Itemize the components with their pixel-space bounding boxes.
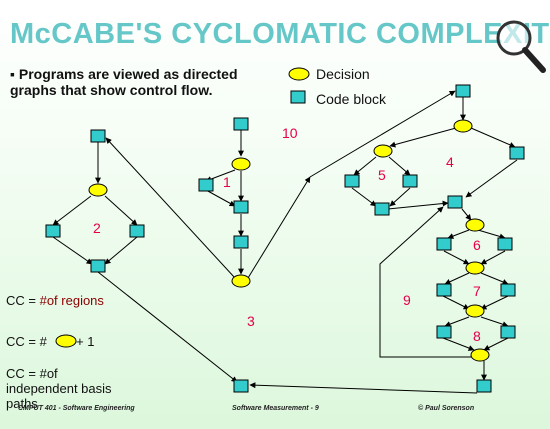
code-block (233, 200, 249, 214)
cc-decisions-line: CC = # + 1 (6, 334, 95, 349)
code-block (500, 283, 516, 297)
code-block (497, 237, 513, 251)
region-label: 10 (282, 125, 298, 141)
code-block (344, 174, 360, 188)
decision-node (465, 218, 485, 232)
region-label: 1 (223, 174, 231, 190)
code-block (233, 379, 249, 393)
code-block (476, 379, 492, 393)
decision-node (470, 348, 490, 362)
region-label: 6 (473, 237, 481, 253)
region-label: 7 (473, 283, 481, 299)
code-block (233, 235, 249, 249)
decision-legend-icon (288, 67, 310, 81)
region-label: 2 (93, 220, 101, 236)
code-block (129, 224, 145, 238)
footer-course: CMPUT 401 - Software Engineering (18, 405, 135, 412)
code-block (90, 129, 106, 143)
region-label: 9 (403, 292, 411, 308)
code-block (45, 224, 61, 238)
cc-regions-accent: #of regions (39, 293, 104, 308)
region-label: 5 (378, 167, 386, 183)
footer-slide: Software Measurement - 9 (232, 405, 319, 412)
code-block (447, 195, 463, 209)
codeblock-legend-icon (290, 90, 306, 104)
legend-codeblock-label: Code block (316, 91, 387, 107)
code-block (198, 178, 214, 192)
code-block (500, 325, 516, 339)
code-block (436, 325, 452, 339)
code-block (436, 237, 452, 251)
bullet-text: ▪ Programs are viewed as directed graphs… (10, 66, 238, 98)
region-label: 8 (473, 328, 481, 344)
code-block (233, 117, 249, 131)
footer-author: © Paul Sorenson (418, 405, 475, 412)
code-block (509, 146, 525, 160)
cc-regions-prefix: CC = (6, 293, 40, 308)
cc-regions-line: CC = #of regions (6, 293, 104, 308)
code-block (374, 202, 390, 216)
decision-node (465, 304, 485, 318)
decision-node (88, 183, 108, 197)
decision-node (465, 261, 485, 275)
cc-paths-line: CC = #of independent basis paths (6, 366, 112, 411)
region-label: 4 (446, 154, 454, 170)
decision-node (231, 157, 251, 171)
cc-decision-icon (55, 334, 77, 348)
code-block (436, 283, 452, 297)
magnifier-icon (496, 20, 546, 73)
code-block (455, 84, 471, 98)
code-block (402, 174, 418, 188)
decision-node (373, 144, 393, 158)
cc-decisions-suffix: + 1 (76, 334, 95, 349)
code-block (90, 259, 106, 273)
decision-node (231, 274, 251, 288)
cc-decisions-prefix: CC = # (6, 334, 51, 349)
region-label: 3 (247, 313, 255, 329)
decision-node (453, 119, 473, 133)
legend-decision-label: Decision (316, 66, 370, 82)
slide-title: McCABE'S CYCLOMATIC COMPLEXITY (10, 18, 550, 50)
